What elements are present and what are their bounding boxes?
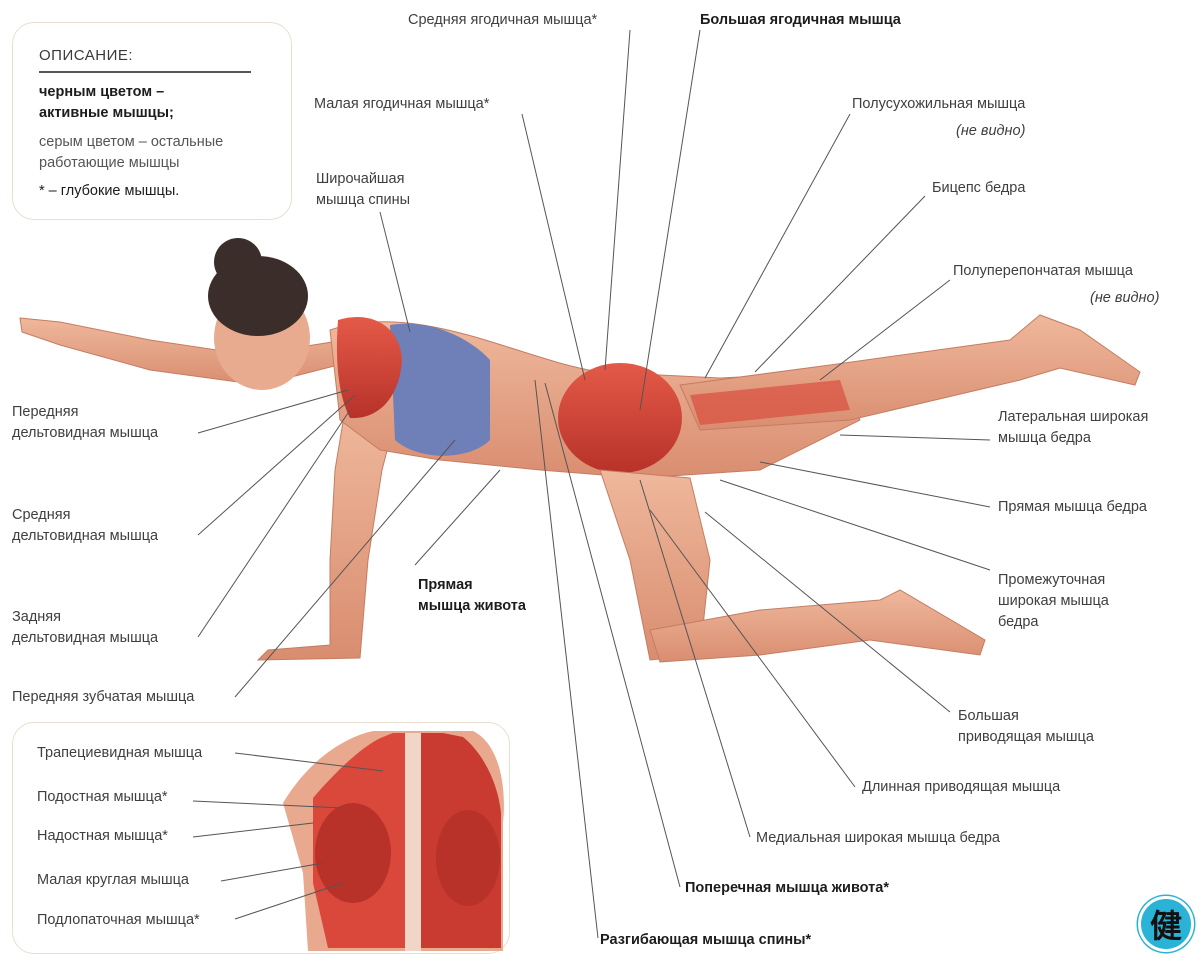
label-semitendinosus: Полусухожильная мышца xyxy=(852,96,1026,112)
legend-divider xyxy=(39,71,251,73)
label-middle-deltoid-line2: дельтовидная мышца xyxy=(12,528,159,544)
hair-bun xyxy=(214,238,262,286)
label-rectus-abdominis-line2: мышца живота xyxy=(418,598,526,614)
label-erector: Разгибающая мышца спины* xyxy=(600,932,812,948)
legend-box: ОПИСАНИЕ: черным цветом – активные мышцы… xyxy=(12,22,292,220)
support-arm xyxy=(256,409,396,661)
shin xyxy=(649,589,986,663)
label-vastus-intermedius-line1: Промежуточная xyxy=(998,572,1106,588)
inset-label-teres-minor: Малая круглая мышца xyxy=(37,872,189,888)
label-semimembranosus: Полуперепончатая мышца xyxy=(953,263,1133,279)
label-rectus-abdominis-line1: Прямая xyxy=(418,577,473,593)
inset-label-trapezius: Трапециевидная мышца xyxy=(37,745,203,761)
inset-label-infraspinatus: Подостная мышца* xyxy=(37,789,168,805)
badge-glyph: 健 xyxy=(1149,907,1182,945)
label-semimembranosus-note: (не видно) xyxy=(1090,290,1160,306)
inset-label-subscapularis: Подлопаточная мышца* xyxy=(37,912,200,928)
label-rectus-femoris: Прямая мышца бедра xyxy=(998,499,1147,515)
inset-back-muscles: Трапециевидная мышца Подостная мышца* На… xyxy=(12,722,510,954)
label-gluteus-minimus: Малая ягодичная мышца* xyxy=(314,96,490,112)
label-gluteus-medius: Средняя ягодичная мышца* xyxy=(408,12,598,28)
label-vastus-medialis: Медиальная широкая мышца бедра xyxy=(756,830,1000,846)
legend-line-4: работающие мышцы xyxy=(39,155,180,171)
label-serratus: Передняя зубчатая мышца xyxy=(12,689,195,705)
legend-title: ОПИСАНИЕ: xyxy=(39,47,134,64)
label-middle-deltoid-line1: Средняя xyxy=(12,507,71,523)
label-vastus-intermedius-line2: широкая мышца xyxy=(998,593,1109,609)
legend-line-3: серым цветом – остальные xyxy=(39,134,224,150)
label-posterior-deltoid-line2: дельтовидная мышца xyxy=(12,630,159,646)
label-anterior-deltoid-line2: дельтовидная мышца xyxy=(12,425,159,441)
label-adductor-longus: Длинная приводящая мышца xyxy=(862,779,1061,795)
label-latissimus-line2: мышца спины xyxy=(316,192,411,208)
label-vastus-lateralis-line2: мышца бедра xyxy=(998,430,1091,446)
label-posterior-deltoid-line1: Задняя xyxy=(12,609,61,625)
legend-line-1: черным цветом – xyxy=(39,84,165,100)
label-gluteus-maximus: Большая ягодичная мышца xyxy=(700,12,901,28)
label-vastus-lateralis-line1: Латеральная широкая xyxy=(998,409,1149,425)
label-biceps-femoris: Бицепс бедра xyxy=(932,180,1026,196)
label-vastus-intermedius-line3: бедра xyxy=(998,614,1039,630)
hamstring xyxy=(690,380,850,425)
watermark-badge: 健 xyxy=(1138,896,1194,952)
gluteus xyxy=(558,363,682,473)
inset-label-supraspinatus: Надостная мышца* xyxy=(37,828,168,844)
label-adductor-magnus-line2: приводящая мышца xyxy=(958,729,1094,745)
label-adductor-magnus-line1: Большая xyxy=(958,708,1019,724)
legend-line-5: * – глубокие мышцы. xyxy=(39,183,180,199)
label-transversus: Поперечная мышца живота* xyxy=(685,880,889,896)
inset-illustration xyxy=(192,731,504,951)
label-semitendinosus-note: (не видно) xyxy=(956,123,1026,139)
label-latissimus-line1: Широчайшая xyxy=(316,171,405,187)
deltoid xyxy=(336,316,402,419)
sports-top xyxy=(390,323,490,456)
label-anterior-deltoid-line1: Передняя xyxy=(12,404,79,420)
legend-line-2: активные мышцы; xyxy=(39,105,174,121)
